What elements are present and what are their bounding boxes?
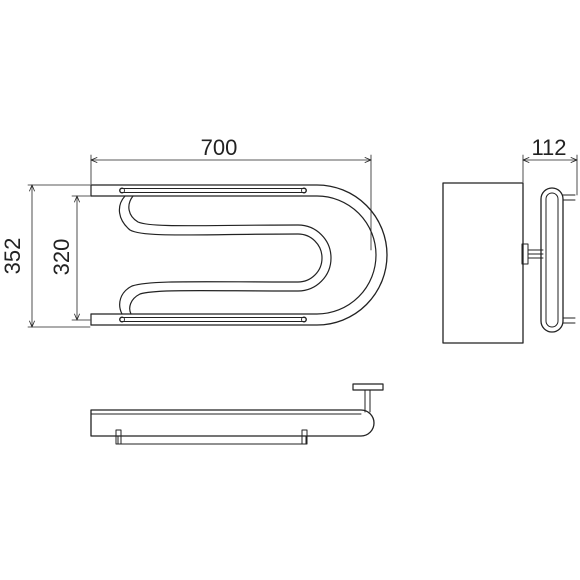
side-view: 112	[442, 135, 578, 344]
spacing-dimension: 320	[49, 195, 91, 321]
overall-height-label: 352	[0, 238, 25, 275]
height-dimension: 352	[0, 184, 91, 328]
top-bar-end-left	[119, 187, 125, 194]
depth-label: 112	[531, 135, 566, 160]
bottom-bar-end-right	[301, 316, 307, 323]
top-tube	[90, 409, 375, 437]
overall-width-label: 700	[201, 135, 238, 160]
inner-tube-edge-a	[118, 195, 323, 315]
wall-block	[442, 182, 524, 344]
top-view	[90, 383, 384, 445]
top-shelf-bar	[119, 188, 307, 193]
front-view: 700 352 320	[0, 135, 388, 328]
depth-dimension: 112	[522, 135, 578, 196]
top-bar-end-right	[301, 187, 307, 194]
inner-tube-edge-b	[128, 195, 332, 315]
bottom-bar-end-left	[119, 316, 125, 323]
outer-tube-inner-edge	[90, 195, 377, 315]
side-tube-inner	[545, 192, 559, 328]
bottom-shelf-bar	[119, 317, 307, 322]
outer-tube-outline	[90, 184, 388, 326]
side-tube-outer	[540, 187, 564, 333]
pipe-spacing-label: 320	[49, 239, 74, 276]
width-dimension: 700	[90, 135, 372, 251]
top-shelf-bar-plan	[117, 435, 307, 445]
wall-flange	[352, 383, 384, 391]
